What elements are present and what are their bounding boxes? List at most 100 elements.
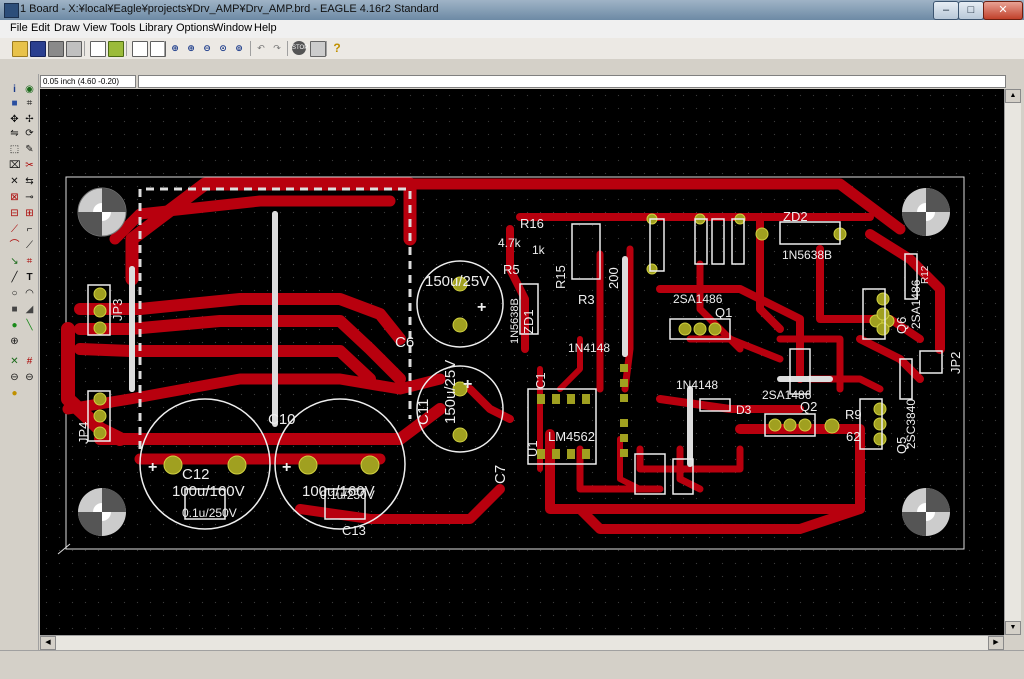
label-q2: Q2 [800, 399, 817, 414]
erc-icon[interactable]: ⊖ [10, 372, 19, 383]
label-q5: Q5 [894, 437, 909, 454]
delete-icon[interactable]: ✂ [25, 160, 34, 171]
scroll-up-icon[interactable]: ▲ [1005, 89, 1021, 103]
label-jp2: JP2 [948, 352, 963, 374]
hole-icon[interactable]: ⊕ [10, 336, 19, 347]
arc-icon[interactable]: ◠ [25, 288, 34, 299]
label-01u250v-b: 0.1u/250V [320, 488, 375, 502]
move-icon[interactable]: ✥ [10, 114, 19, 125]
menu-library[interactable]: Library [139, 22, 173, 34]
menu-view[interactable]: View [83, 22, 107, 34]
ic-pads [537, 364, 628, 459]
label-q6: Q6 [894, 317, 909, 334]
undo-icon[interactable]: ↶ [257, 43, 265, 53]
go-icon[interactable] [310, 41, 326, 57]
text-icon[interactable]: T [26, 272, 33, 283]
label-zd2: ZD2 [783, 209, 808, 224]
horizontal-scrollbar[interactable]: ◀ ▶ [40, 635, 1004, 650]
label-r12: R12 [920, 265, 931, 284]
svg-text:+: + [282, 459, 291, 476]
zoom-fit-icon[interactable]: ⊕ [171, 43, 179, 53]
close-button[interactable]: ✕ [983, 1, 1023, 20]
rect-icon[interactable]: ■ [11, 304, 18, 315]
drc-icon[interactable]: ⊖ [25, 372, 34, 383]
print-icon[interactable] [48, 41, 64, 57]
signal-icon[interactable]: ╲ [26, 320, 33, 331]
name-icon[interactable]: ⊟ [10, 208, 19, 219]
label-1n5638b-b: 1N5638B [782, 248, 832, 262]
rotate-icon[interactable]: ⟳ [25, 128, 34, 139]
wire-icon[interactable]: ╱ [11, 272, 18, 283]
label-r16: R16 [520, 216, 544, 231]
circle-icon[interactable]: ○ [11, 288, 18, 299]
label-zd1: ZD1 [521, 309, 536, 334]
menu-draw[interactable]: Draw [54, 22, 80, 34]
replace-icon[interactable]: ⊠ [10, 192, 19, 203]
scroll-left-icon[interactable]: ◀ [40, 636, 56, 650]
vertical-scrollbar[interactable]: ▲ ▼ [1004, 89, 1021, 635]
help-icon[interactable]: ? [333, 41, 341, 55]
via-icon[interactable]: ● [11, 320, 18, 331]
zoom-select-icon[interactable]: ⊚ [235, 43, 243, 53]
copy-icon[interactable]: ✢ [25, 114, 34, 125]
minimize-button[interactable]: – [933, 1, 959, 20]
add-icon[interactable]: ✕ [10, 176, 19, 187]
menu-edit[interactable]: Edit [31, 22, 50, 34]
paste-icon[interactable]: ⌧ [9, 160, 21, 171]
vias [129, 211, 693, 392]
board-canvas[interactable]: R16 R5 R15 R3 200 ZD1 1N5638B 150u/25V 1… [40, 89, 1004, 635]
save-icon[interactable] [30, 41, 46, 57]
ulp-icon[interactable] [150, 41, 166, 57]
mirror-icon[interactable]: ⇋ [10, 128, 19, 139]
redo-icon[interactable]: ↷ [273, 43, 281, 53]
errors-icon[interactable]: ● [11, 388, 18, 399]
show-icon[interactable]: ◉ [25, 84, 34, 95]
sch-icon[interactable] [90, 41, 106, 57]
display-icon[interactable]: ■ [11, 98, 18, 109]
silk-bars [129, 211, 833, 467]
stop-icon[interactable]: STOP [292, 41, 308, 55]
smash-icon[interactable]: ⟋ [11, 224, 18, 235]
label-47k: 4.7k [498, 236, 522, 250]
split-icon[interactable]: ⌒ [9, 240, 20, 251]
ratsnest-icon[interactable]: ✕ [10, 356, 19, 367]
optimize-icon[interactable]: ⟋ [26, 240, 33, 251]
label-2sa1486-c: 2SA1486 [909, 279, 923, 329]
menu-options[interactable]: Options [176, 22, 214, 34]
label-lm4562: LM4562 [548, 429, 595, 444]
menu-file[interactable]: File [10, 22, 28, 34]
label-1n4148-b: 1N4148 [568, 341, 610, 355]
zoom-out-icon[interactable]: ⊖ [203, 43, 211, 53]
script-icon[interactable] [132, 41, 148, 57]
info-icon[interactable]: i [13, 84, 16, 95]
brd-icon[interactable] [108, 41, 124, 57]
menu-window[interactable]: Window [213, 22, 253, 34]
route-icon[interactable]: ↘ [10, 256, 19, 267]
ripup-icon[interactable]: ⌗ [26, 256, 33, 267]
miter-icon[interactable]: ⌐ [26, 224, 33, 235]
svg-text:+: + [148, 459, 157, 476]
command-input[interactable] [138, 75, 1006, 88]
zoom-redraw-icon[interactable]: ⊙ [219, 43, 227, 53]
scroll-right-icon[interactable]: ▶ [988, 636, 1004, 650]
change-icon[interactable]: ✎ [25, 144, 34, 155]
auto-icon[interactable]: # [26, 356, 33, 367]
menu-help[interactable]: Help [254, 22, 277, 34]
parameter-toolbar [0, 59, 1024, 75]
lock-icon[interactable]: ⊸ [25, 192, 34, 203]
menu-tools[interactable]: Tools [110, 22, 136, 34]
mark-icon[interactable]: ⌗ [26, 98, 33, 109]
cam-icon[interactable] [66, 41, 82, 57]
value-icon[interactable]: ⊞ [25, 208, 34, 219]
svg-text:+: + [463, 376, 472, 393]
open-icon[interactable] [12, 41, 28, 57]
group-icon[interactable]: ⬚ [9, 144, 20, 155]
zoom-in-icon[interactable]: ⊕ [187, 43, 195, 53]
label-jp4: JP4 [76, 422, 91, 444]
polygon-icon[interactable]: ◢ [25, 304, 34, 315]
pinswap-icon[interactable]: ⇆ [25, 176, 34, 187]
pcb-layout[interactable]: R16 R5 R15 R3 200 ZD1 1N5638B 150u/25V 1… [40, 89, 1004, 635]
scroll-down-icon[interactable]: ▼ [1005, 621, 1021, 635]
label-01u250v-a: 0.1u/250V [182, 506, 237, 520]
maximize-button[interactable]: □ [958, 1, 984, 20]
